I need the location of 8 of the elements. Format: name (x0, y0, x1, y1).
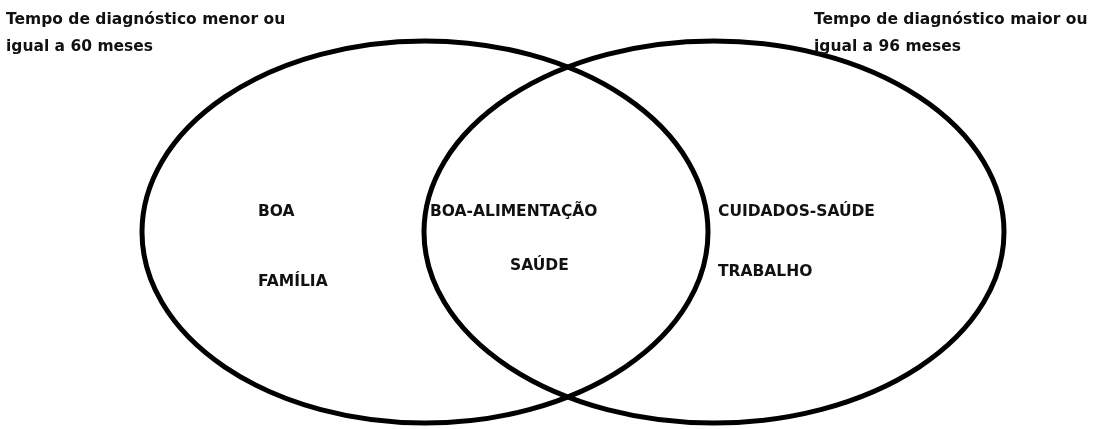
set-term: BOA (258, 202, 295, 220)
set-heading: Tempo de diagnóstico menor ou igual a 60 meses (6, 9, 287, 57)
set-term: TRABALHO (718, 262, 813, 280)
set-term: FAMÍLIA (258, 272, 328, 290)
set-heading: Tempo de diagnóstico maior ou igual a 96 meses (814, 9, 1089, 57)
intersection-term: SAÚDE (510, 256, 569, 274)
intersection-term: BOA-ALIMENTAÇÃO (430, 202, 598, 220)
set-term: CUIDADOS-SAÚDE (718, 202, 875, 220)
